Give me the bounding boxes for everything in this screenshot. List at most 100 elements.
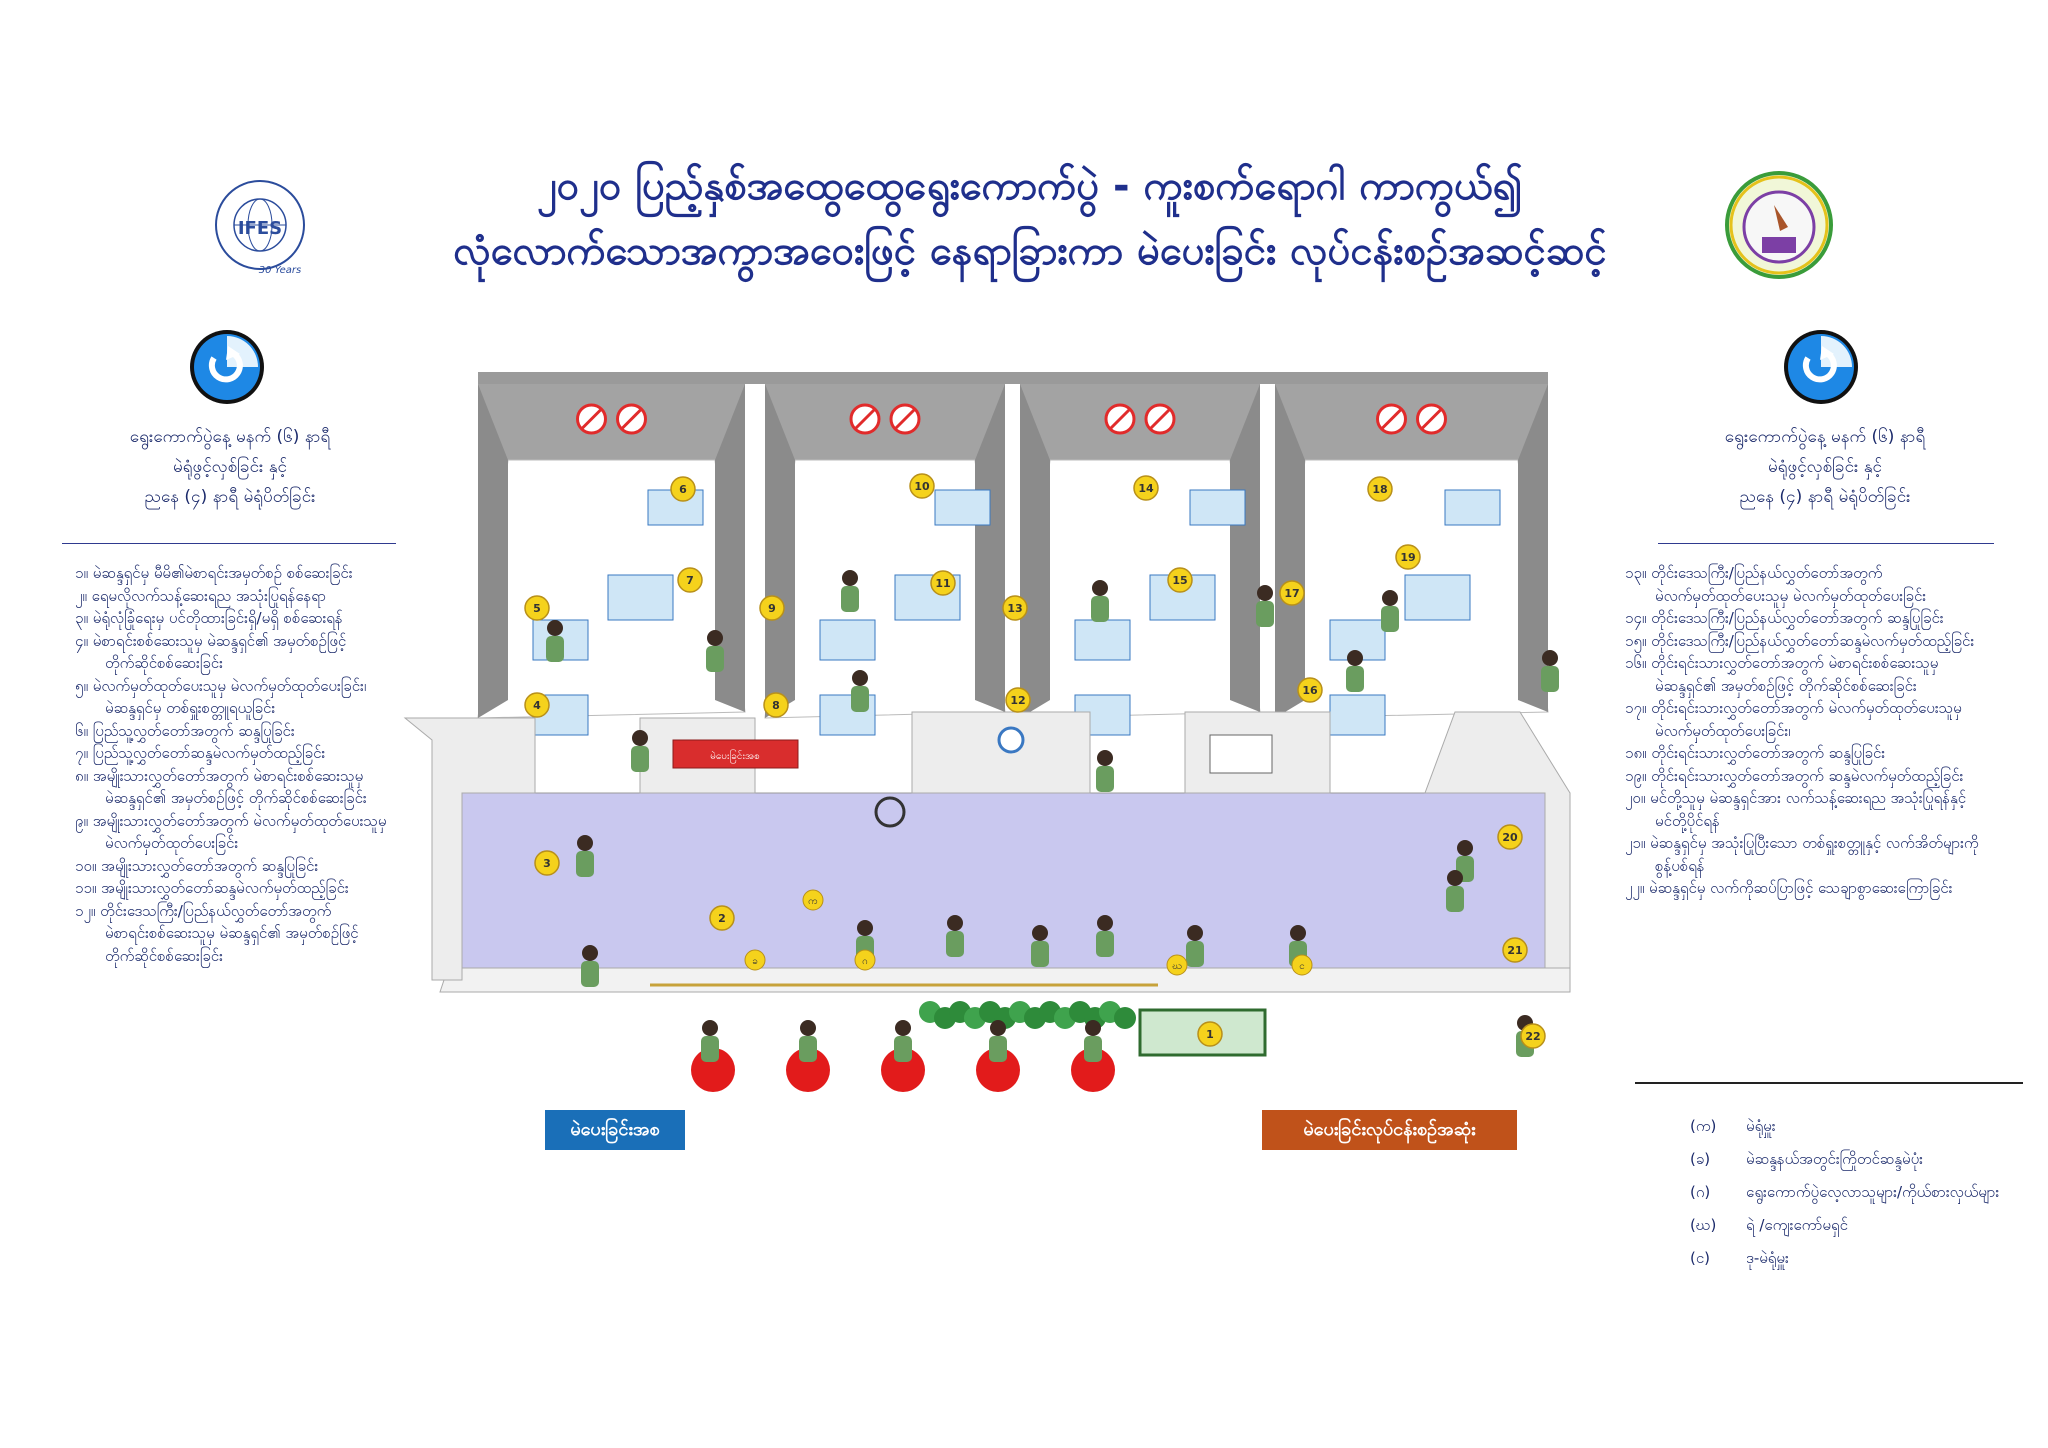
step-marker xyxy=(1520,1023,1546,1049)
room-side-wall xyxy=(1275,384,1305,718)
staff-marker-label: ခ xyxy=(752,956,758,967)
ballot-table xyxy=(1404,574,1471,621)
step-line: မဲဆန္ဒရှင်၏ အမှတ်စဉ်ဖြင့် တိုက်ဆိုင်စစ်ဆ… xyxy=(1655,676,1917,695)
step-marker-label: 8 xyxy=(772,699,780,712)
step-marker xyxy=(670,476,696,502)
step-line: ၁၇။ တိုင်းရင်းသားလွှတ်တော်အတွက် မဲလက်မှတ… xyxy=(1625,699,1962,717)
hall-floor xyxy=(447,792,1571,969)
step-marker-label: 4 xyxy=(533,699,541,712)
room-side-wall xyxy=(765,384,795,718)
staff-marker-label: ဃ xyxy=(1172,961,1182,972)
staff-marker xyxy=(854,949,876,971)
step-marker xyxy=(1497,824,1523,850)
step-marker-label: 14 xyxy=(1138,482,1154,495)
prohibition-slash xyxy=(1420,407,1443,431)
person-head xyxy=(1097,915,1113,931)
official-desk xyxy=(819,619,876,661)
queue-spot xyxy=(786,1048,830,1092)
person-body xyxy=(1091,596,1109,622)
person-body xyxy=(706,646,724,672)
room-side-wall xyxy=(715,384,745,712)
staff-markers: ကခဂဃင xyxy=(744,889,1313,976)
person-head xyxy=(1085,1020,1101,1036)
step-marker xyxy=(677,567,703,593)
right-caption-line2: မဲရုံဖွင့်လှစ်ခြင်း နှင့် xyxy=(1768,457,1882,477)
official-desk xyxy=(819,694,876,736)
room-back-wall xyxy=(1275,384,1548,460)
step-marker-label: 20 xyxy=(1502,831,1518,844)
step-marker-label: 12 xyxy=(1010,694,1025,707)
step-marker-label: 21 xyxy=(1507,944,1522,957)
person-body xyxy=(701,1036,719,1062)
step-marker xyxy=(709,905,735,931)
room-side-wall xyxy=(975,384,1005,712)
step-marker-label: 7 xyxy=(686,574,694,587)
person-body xyxy=(1084,1036,1102,1062)
wheelchair-icon xyxy=(874,796,906,828)
staff-marker-label: က xyxy=(808,896,818,907)
step-marker-label: 3 xyxy=(543,857,551,870)
back-wall-top xyxy=(478,372,1548,384)
prohibition-slash xyxy=(1380,407,1403,431)
step-line: ၇။ ပြည်သူ့လွှတ်တော်ဆန္ဒမဲလက်မှတ်ထည့်ခြင်… xyxy=(75,744,326,762)
left-divider xyxy=(62,543,396,544)
step-line: မဲလက်မှတ်ထုတ်ပေးခြင်း xyxy=(105,834,239,852)
person-head xyxy=(1447,870,1463,886)
room-side-wall xyxy=(1230,384,1260,712)
step-marker xyxy=(1297,677,1323,703)
step-line: ၁၄။ တိုင်းဒေသကြီး/ပြည်နယ်လွှတ်တော်အတွက် … xyxy=(1625,609,1944,627)
staff-marker xyxy=(1291,954,1313,976)
step-marker-label: 22 xyxy=(1525,1030,1540,1043)
step-marker xyxy=(909,473,935,499)
step-marker-label: 18 xyxy=(1372,483,1387,496)
hall-floor-front-edge xyxy=(439,967,1571,993)
step-line: ၂၀။ မင်တို့သူမှ မဲဆန္ဒရှင်အား လက်သန့်ဆေး… xyxy=(1625,789,1967,807)
legend-text: မဲဆန္ဒနယ်အတွင်းကြိုတင်ဆန္ဒမဲပုံး xyxy=(1746,1150,1923,1168)
step-marker xyxy=(1502,937,1528,963)
voting-start-banner: မဲပေးခြင်းအစ xyxy=(545,1110,685,1150)
room-side-wall xyxy=(478,384,508,718)
step-marker xyxy=(1133,475,1159,501)
people-figures xyxy=(546,570,1559,1062)
person-body xyxy=(581,961,599,987)
prohibition-slash xyxy=(893,407,917,431)
step-marker xyxy=(534,850,560,876)
person-body xyxy=(894,1036,912,1062)
staff-marker-label: ဂ xyxy=(862,956,868,967)
right-steps-list: ၁၃။ တိုင်းဒေသကြီး/ပြည်နယ်လွှတ်တော်အတွက် … xyxy=(1625,562,2025,900)
legend-item: (ဃ)ရဲ /ကျေးကော်မရှင် xyxy=(1690,1209,1999,1242)
clock-icon-left xyxy=(188,328,266,406)
left-caption-line2: မဲရုံဖွင့်လှစ်ခြင်း နှင့် xyxy=(173,457,287,477)
entrance-sign-text: မဲပေးခြင်းအစ xyxy=(710,748,760,764)
voting-end-banner: မဲပေးခြင်းလုပ်ငန်းစဉ်အဆုံး xyxy=(1262,1110,1517,1150)
staff-marker xyxy=(1166,954,1188,976)
step-line: မင်တို့ပိုင်ရန် xyxy=(1655,811,1720,830)
person-body xyxy=(1186,941,1204,967)
legend-text: ဒု-မဲရုံမှူး xyxy=(1746,1249,1789,1267)
person-head xyxy=(1347,650,1363,666)
official-desk xyxy=(1329,694,1386,736)
wall-clock-icon xyxy=(997,726,1025,754)
queue-spot xyxy=(881,1048,925,1092)
step-marker-label: 13 xyxy=(1007,602,1022,615)
left-steps-list: ၁။ မဲဆန္ဒရှင်မှ မီမိ၏မဲစာရင်းအမှတ်စဉ် စစ… xyxy=(75,562,395,967)
person-body xyxy=(1446,886,1464,912)
prohibition-slash xyxy=(1148,407,1172,431)
voting-booth xyxy=(1189,489,1246,526)
step-line: ၄။ မဲစာရင်းစစ်ဆေးသူမှ မဲဆန္ဒရှင်၏ အမှတ်စ… xyxy=(75,631,347,650)
legend-divider xyxy=(1635,1082,2023,1084)
step-line: ၉။ အမျိုးသားလွှတ်တော်အတွက် မဲလက်မှတ်ထုတ်… xyxy=(75,811,387,830)
legend-key: (ဃ) xyxy=(1690,1216,1717,1234)
queue-spot xyxy=(1071,1048,1115,1092)
right-caption-line1: ရွေးကောက်ပွဲနေ့ မနက် (၆) နာရီ xyxy=(1724,427,1926,447)
legend-item: (င)ဒု-မဲရုံမှူး xyxy=(1690,1242,1999,1275)
staff-marker xyxy=(744,949,766,971)
step-line: မဲစာရင်းစစ်ဆေးသူမှ မဲဆန္ဒရှင်၏ အမှတ်စဉ်ဖ… xyxy=(105,924,359,942)
prohibition-slash xyxy=(580,407,603,431)
step-marker xyxy=(759,595,785,621)
prohibition-slash xyxy=(620,407,643,431)
step-line: ၂၂။ မဲဆန္ဒရှင်မှ လက်ကိုဆပ်ပြာဖြင့် သေချာ… xyxy=(1625,879,1953,897)
ifes-anniversary: 30 Years xyxy=(259,265,302,276)
person-body xyxy=(1096,931,1114,957)
person-body xyxy=(631,746,649,772)
